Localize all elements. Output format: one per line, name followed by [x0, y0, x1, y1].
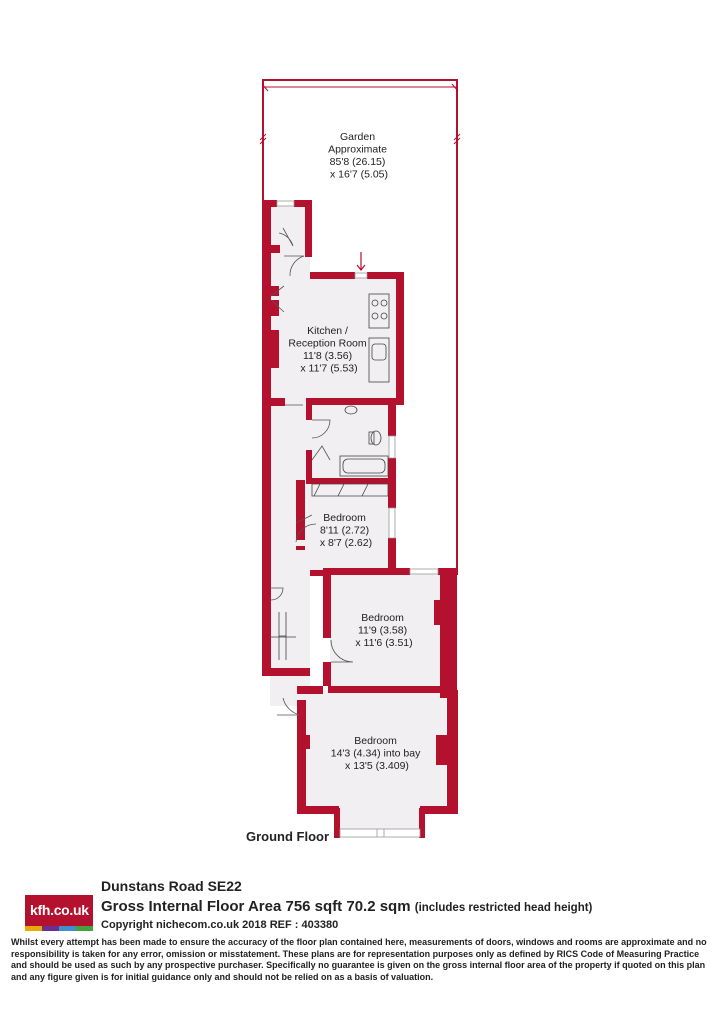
disclaimer-text: Whilst every attempt has been made to en… [11, 937, 707, 982]
bedroom-middle-label: Bedroom 11'9 (3.58) x 11'6 (3.51) [355, 612, 412, 649]
doors [270, 227, 354, 716]
walls [262, 200, 458, 838]
kitchen-label: Kitchen / Reception Room 11'8 (3.56) x 1… [288, 325, 369, 375]
garden-label: Garden Approximate 85'8 (26.15) x 16'7 (… [328, 131, 390, 181]
bedroom-small-label: Bedroom 8'11 (2.72) x 8'7 (2.62) [320, 512, 372, 549]
floor-label: Ground Floor [246, 829, 329, 844]
floor-area-value: Gross Internal Floor Area 756 sqft 70.2 … [101, 898, 411, 915]
copyright-line: Copyright nichecom.co.uk 2018 REF : 4033… [101, 919, 339, 931]
logo-text: kfh.co.uk [30, 902, 89, 918]
garden-area [259, 79, 461, 568]
logo-strip-segment [59, 926, 76, 931]
logo-strip-segment [25, 926, 42, 931]
entrance-arrow [356, 252, 366, 271]
bedroom-front-label: Bedroom 14'3 (4.34) into bay x 13'5 (3.4… [331, 735, 424, 772]
logo-strip-segment [42, 926, 59, 931]
property-address: Dunstans Road SE22 [101, 878, 242, 894]
floor-area-note: (includes restricted head height) [414, 902, 593, 914]
logo-strip-segment [76, 926, 93, 931]
fixtures [271, 293, 390, 660]
floor-area: Gross Internal Floor Area 756 sqft 70.2 … [101, 898, 592, 915]
kfh-logo: kfh.co.uk [25, 895, 93, 931]
floor-plan: Garden Approximate 85'8 (26.15) x 16'7 (… [246, 79, 461, 844]
windows [276, 200, 439, 838]
logo-color-strip [25, 926, 93, 931]
